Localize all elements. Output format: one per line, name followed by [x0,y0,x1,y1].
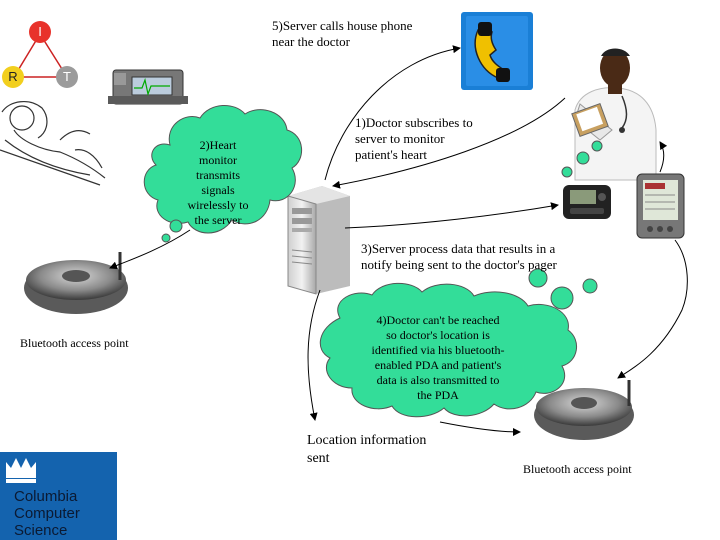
label-step4-line: data is also transmitted to [376,373,500,387]
columbia-logo-text: Columbia Computer Science [14,488,114,539]
arrow-monitor-to-ap [109,229,191,270]
label-step2: 2)Heart monitor transmits signals wirele… [168,138,268,228]
rit-triangle [2,21,78,88]
label-step3-line: notify being sent to the doctor's pager [361,257,557,272]
triangle-label-top: I [38,24,42,39]
flow-arrows [109,45,688,436]
logo-line: Science [14,522,68,539]
label-step2-line: signals [201,183,235,197]
arrow-server-to-phone [324,45,461,181]
label-step4-line: identified via his bluetooth- [371,343,505,357]
heart-monitor-icon [108,69,188,105]
label-step1-line: patient's heart [355,147,428,162]
thought-bubble-step1-dots [561,140,603,178]
arrow-location-to-ap [439,421,521,436]
patient-in-bed-icon [0,101,106,186]
label-step1-line: 1)Doctor subscribes to [355,115,473,130]
triangle-node-top [29,21,51,43]
arrow-pda-to-ap [617,239,688,379]
label-step4: 4)Doctor can't be reached so doctor's lo… [350,313,526,403]
server-tower-icon [287,186,350,295]
bluetooth-access-point-icon [24,252,128,314]
label-bluetooth-left: Bluetooth access point [20,336,129,350]
label-step2-line: wirelessly to [187,198,249,212]
arrow-server-down [307,289,321,421]
label-location-line: Location information [307,433,427,448]
label-step4-line: the PDA [417,388,459,402]
thought-bubble-step2 [143,105,302,243]
arrow-pda-up [659,141,668,173]
triangle-label-right: T [63,69,71,84]
phone-icon [461,12,533,90]
label-step1-line: server to monitor [355,131,445,146]
pager-icon [563,185,611,219]
triangle-node-right [56,66,78,88]
logo-line: Columbia [14,488,78,505]
label-bluetooth-right: Bluetooth access point [523,462,632,476]
doctor-icon [571,48,657,181]
label-step5-line: near the doctor [272,34,350,49]
label-step2-line: 2)Heart [199,138,237,152]
logo-line: Computer [14,505,80,522]
triangle-node-left [2,66,24,88]
label-step1: 1)Doctor subscribes to server to monitor… [355,115,473,163]
label-step4-line: so doctor's location is [386,328,490,342]
bluetooth-access-point-icon [534,380,634,440]
label-step5-line: 5)Server calls house phone [272,18,413,33]
arrow-server-to-pager [344,202,559,229]
label-step4-line: 4)Doctor can't be reached [376,313,500,327]
label-step3: 3)Server process data that results in a … [361,241,557,273]
label-step2-line: monitor [199,153,237,167]
label-step4-line: enabled PDA and patient's [374,358,502,372]
triangle-label-left: R [8,69,18,84]
label-step3-line: 3)Server process data that results in a [361,241,556,256]
label-location-line: sent [307,451,330,466]
label-step5: 5)Server calls house phone near the doct… [272,18,412,50]
label-step2-line: transmits [196,168,240,182]
arrow-doctor-to-server [332,97,566,189]
label-location: Location information sent [307,432,426,468]
label-step2-line: the server [194,213,242,227]
pda-icon [636,173,685,239]
thought-bubble-step4 [319,268,598,418]
